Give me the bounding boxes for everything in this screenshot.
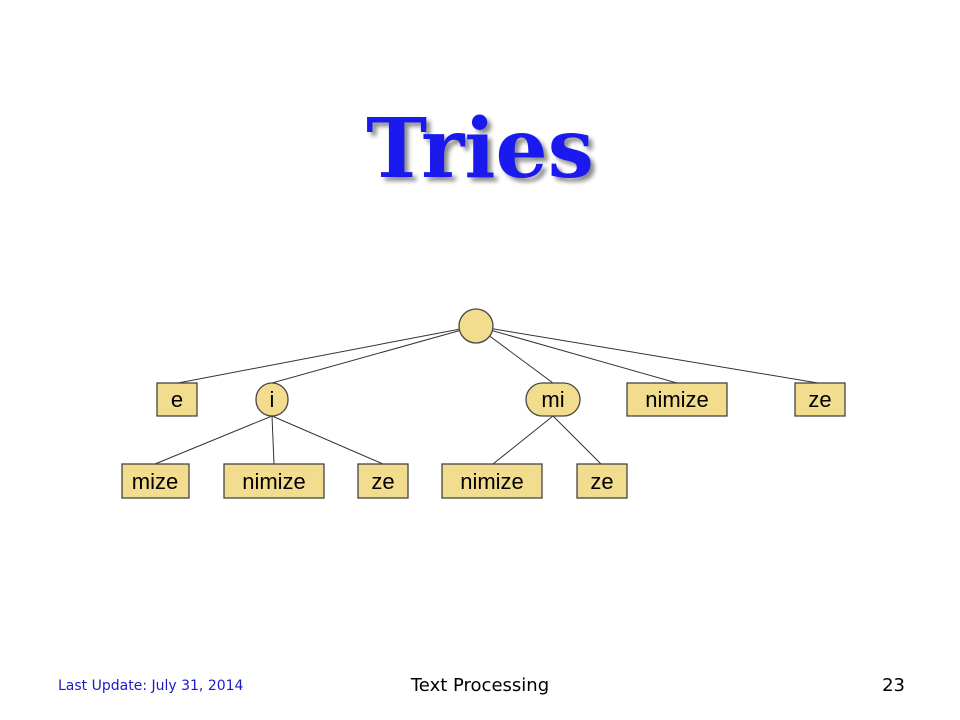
edge-i-mize [154,415,273,465]
trie-node-nimize-top: nimize [626,382,728,417]
trie-node-mi: mi [525,382,581,417]
edge-i-ze [271,415,384,465]
trie-node-i-nimize: nimize [223,463,325,499]
trie-node-label: nimize [645,387,709,412]
edge-root-i [271,325,477,384]
trie-root-node [458,308,494,344]
trie-node-label: e [171,387,183,412]
last-update-text: Last Update: July 31, 2014 [58,678,244,694]
slide-title: Tries [366,101,594,197]
trie-node-label: mize [132,469,178,494]
edge-mi-ze [552,415,602,465]
trie-node-label: nimize [460,469,524,494]
trie-node-label: ze [590,469,613,494]
page-number: 23 [882,675,905,696]
trie-node-mize: mize [121,463,190,499]
slide-subject: Text Processing [410,675,550,696]
edge-i-nimize [271,415,275,465]
trie-node-mi-nimize: nimize [441,463,543,499]
trie-node-ze-top: ze [794,382,846,417]
edge-root-ze [475,325,819,384]
trie-node-label: ze [808,387,831,412]
trie-node-i-ze: ze [357,463,409,499]
trie-node-e: e [156,382,198,417]
trie-node-label: nimize [242,469,306,494]
edge-root-nimize [475,325,678,384]
trie-node-i: i [255,382,289,417]
trie-node-mi-ze: ze [576,463,628,499]
trie-node-label: ze [371,469,394,494]
edge-root-e [177,325,477,384]
trie-node-label: i [270,387,275,412]
trie-node-label: mi [541,387,564,412]
edge-mi-nimize [492,415,554,465]
